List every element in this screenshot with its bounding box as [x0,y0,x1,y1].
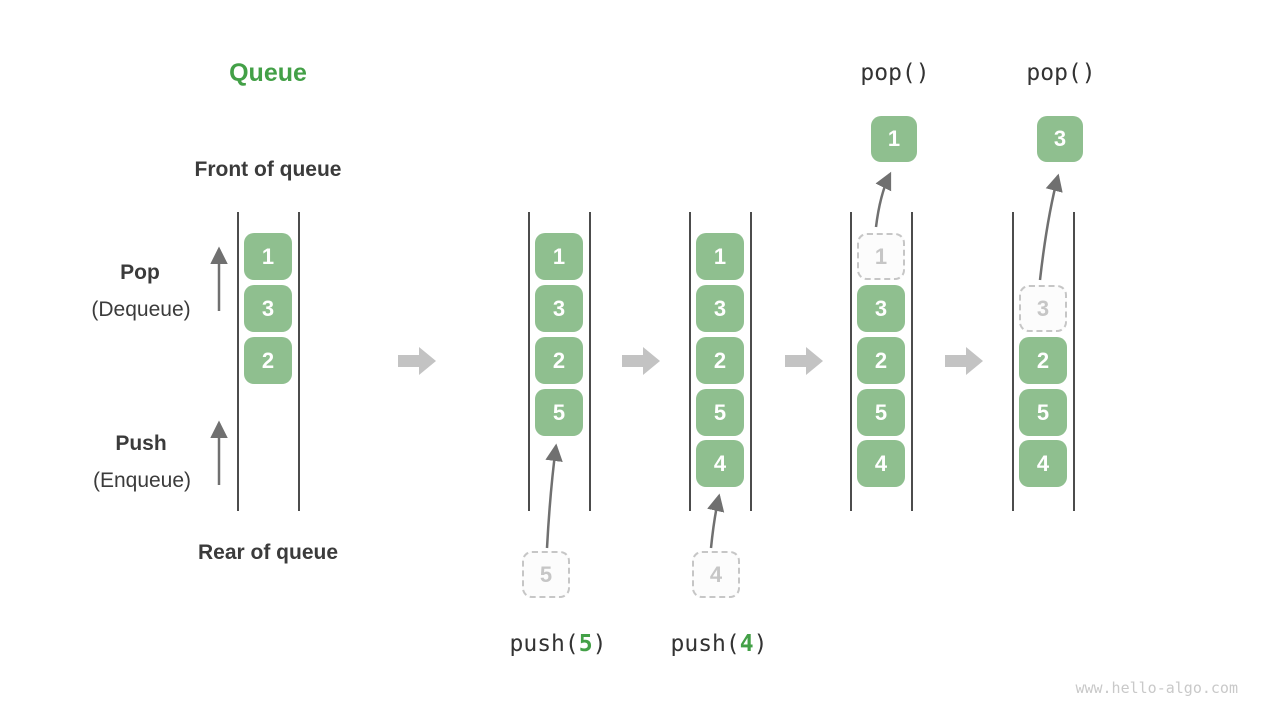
queue-cell: 3 [696,285,744,332]
push-label: Push [115,432,167,455]
queue-wall [589,212,591,511]
queue-cell: 1 [696,233,744,280]
front-of-queue-label: Front of queue [194,158,342,181]
queue-cell: 3 [857,285,905,332]
queue-wall [298,212,300,511]
op-prefix: push( [509,631,579,657]
push-operation-label: push(5) [510,631,607,657]
queue-wall [237,212,239,511]
queue-cell: 4 [1019,440,1067,487]
pop-label: Pop [120,261,160,284]
pop-remove-arrow-icon [874,171,892,228]
state-transition-arrow-icon [622,347,660,375]
pop-remove-arrow-icon [1038,173,1063,281]
push-insert-arrow-icon [545,443,563,549]
queue-cell: 5 [1019,389,1067,436]
queue-cell: 2 [696,337,744,384]
queue-wall [911,212,913,511]
queue-cell: 2 [244,337,292,384]
pop-operation-label: pop() [860,60,930,86]
queue-cell: 2 [857,337,905,384]
queue-cell: 1 [535,233,583,280]
queue-cell: 2 [535,337,583,384]
popped-cell: 3 [1037,116,1083,162]
queue-wall [1012,212,1014,511]
op-suffix: ) [592,631,607,657]
op-suffix: ) [753,631,768,657]
pending-cell: 4 [692,551,740,598]
queue-wall [1073,212,1075,511]
op-argument: 5 [578,631,593,657]
state-transition-arrow-icon [945,347,983,375]
queue-wall [689,212,691,511]
pending-cell: 5 [522,551,570,598]
state-transition-arrow-icon [398,347,436,375]
queue-cell: 3 [244,285,292,332]
push-operation-label: push(4) [671,631,768,657]
queue-cell: 4 [857,440,905,487]
queue-cell: 5 [696,389,744,436]
rear-of-queue-label: Rear of queue [197,541,339,564]
queue-cell: 2 [1019,337,1067,384]
queue-cell: 5 [857,389,905,436]
op-argument: 4 [739,631,754,657]
diagram-title: Queue [229,59,307,87]
queue-wall [850,212,852,511]
push-insert-arrow-icon [707,493,725,549]
queue-cell: 3 [535,285,583,332]
op-prefix: push( [670,631,740,657]
queue-wall [750,212,752,511]
dequeue-label: (Dequeue) [91,298,191,321]
popped-cell: 1 [871,116,917,162]
ghost-cell: 3 [1019,285,1067,332]
enqueue-label: (Enqueue) [92,469,192,492]
queue-cell: 4 [696,440,744,487]
pop-operation-label: pop() [1026,60,1096,86]
queue-cell: 1 [244,233,292,280]
ghost-cell: 1 [857,233,905,280]
queue-cell: 5 [535,389,583,436]
queue-wall [528,212,530,511]
watermark: www.hello-algo.com [1075,679,1238,697]
state-transition-arrow-icon [785,347,823,375]
